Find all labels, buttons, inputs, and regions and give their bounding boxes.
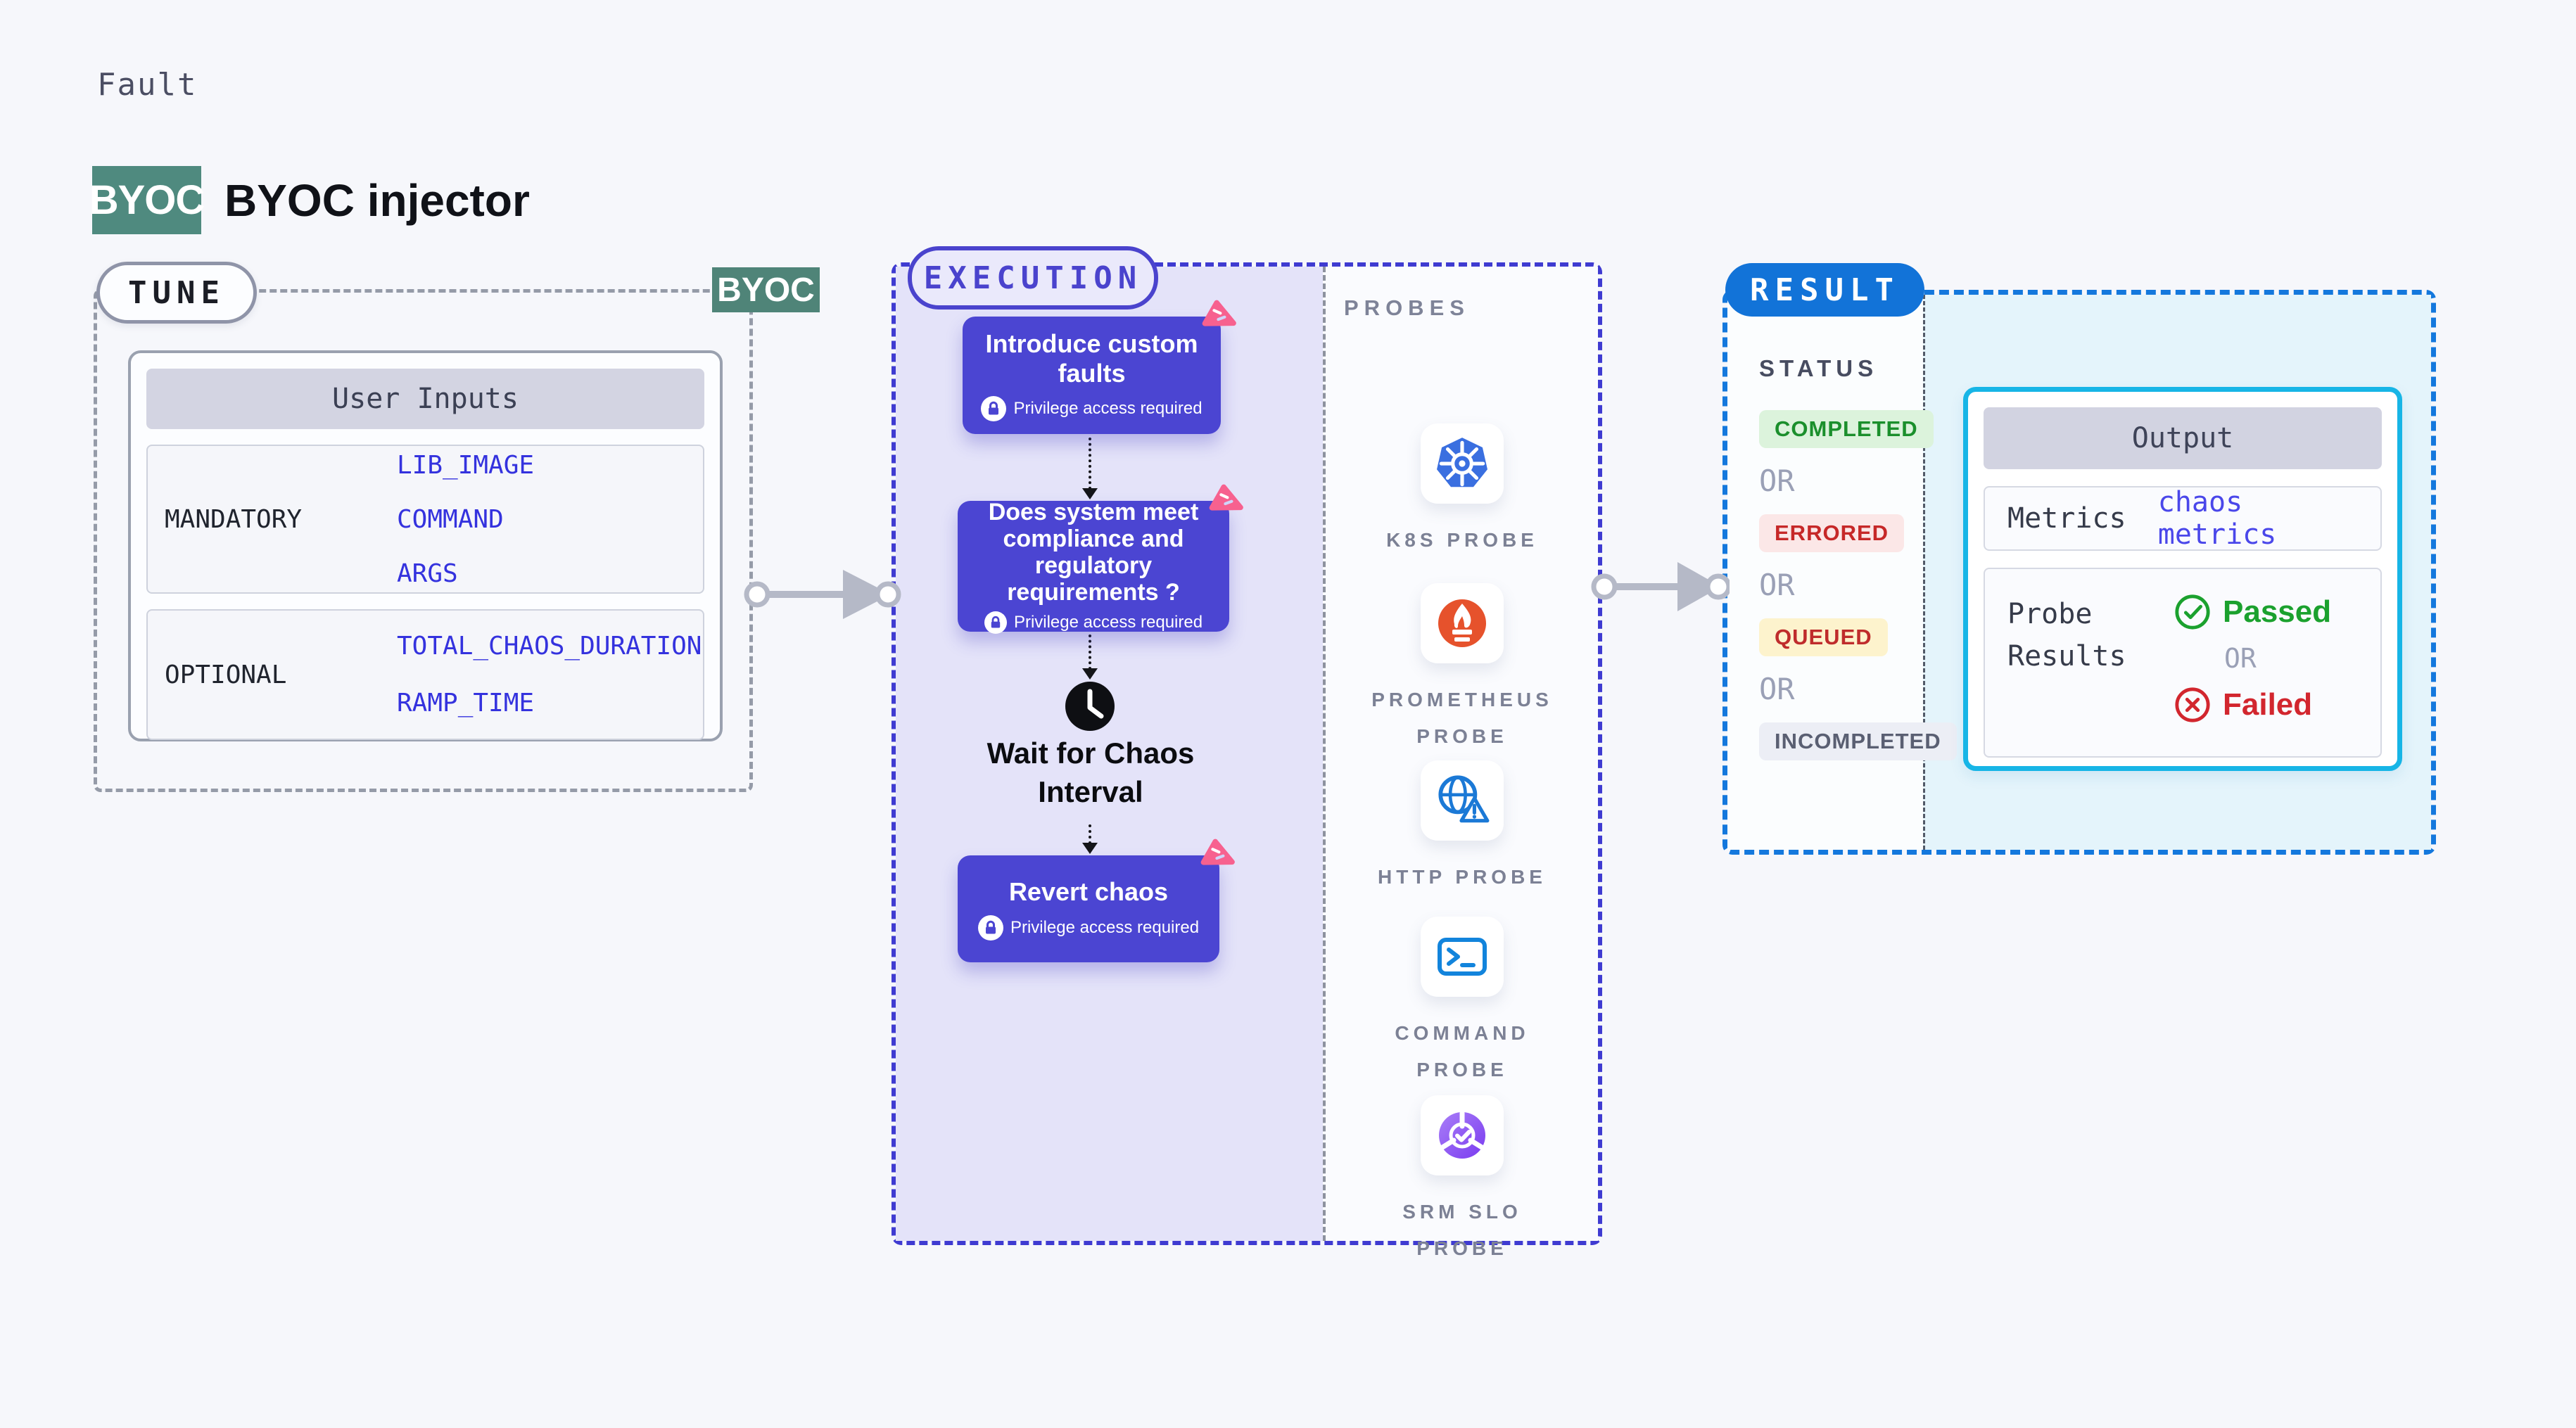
- probe-label: K8S PROBE: [1386, 529, 1538, 551]
- probe-k8s: K8S PROBE: [1350, 423, 1575, 559]
- chaos-icon: [1202, 300, 1236, 326]
- probe-http: HTTP PROBE: [1350, 760, 1575, 895]
- param-total-chaos-duration: TOTAL_CHAOS_DURATION: [397, 632, 702, 661]
- optional-values: TOTAL_CHAOS_DURATION RAMP_TIME: [397, 632, 702, 718]
- command-terminal-icon: [1438, 938, 1487, 976]
- or-label: OR: [1759, 568, 1795, 602]
- status-badge-incompleted: INCOMPLETED: [1759, 722, 1957, 760]
- probe-results-row: Probe Results Passed OR Failed: [1984, 568, 2382, 758]
- probe-card: [1421, 917, 1504, 997]
- connector-arrowhead: [1082, 668, 1098, 680]
- probe-srm-slo: SRM SLO PROBE: [1350, 1095, 1575, 1267]
- optional-row: OPTIONAL TOTAL_CHAOS_DURATION RAMP_TIME: [146, 609, 704, 740]
- mandatory-values: LIB_IMAGE COMMAND ARGS: [397, 451, 534, 588]
- status-badge-errored: ERRORED: [1759, 514, 1905, 552]
- privilege-label: Privilege access required: [1013, 398, 1203, 418]
- node-introduce-custom-faults: Introduce custom faults Privilege access…: [963, 317, 1221, 434]
- privilege-label: Privilege access required: [1010, 917, 1200, 937]
- passed-label: Passed: [2223, 594, 2332, 629]
- user-inputs-header: User Inputs: [146, 369, 704, 429]
- srm-slo-icon: [1439, 1110, 1485, 1159]
- probe-label: HTTP PROBE: [1378, 866, 1547, 888]
- user-inputs-card: User Inputs MANDATORY LIB_IMAGE COMMAND …: [128, 350, 723, 741]
- optional-label: OPTIONAL: [165, 660, 287, 689]
- lock-icon: [977, 914, 1003, 941]
- chaos-icon: [1209, 484, 1243, 511]
- status-column: STATUS COMPLETED OR ERRORED OR QUEUED OR…: [1759, 355, 1957, 760]
- node-title: Introduce custom faults: [985, 329, 1198, 388]
- connector-arrowhead: [1082, 488, 1098, 499]
- prometheus-icon: [1438, 599, 1486, 647]
- status-badge-completed: COMPLETED: [1759, 410, 1934, 448]
- node-title: Does system meet compliance and regulato…: [988, 498, 1199, 606]
- probe-card: [1421, 1095, 1504, 1175]
- mandatory-label: MANDATORY: [165, 504, 303, 534]
- fault-kicker: Fault: [97, 67, 198, 103]
- page-title: BYOC injector: [224, 174, 530, 226]
- connector-line: [1089, 438, 1091, 490]
- x-circle-icon: [2175, 687, 2210, 722]
- connector-arrowhead: [1082, 843, 1098, 854]
- connector-line: [1089, 635, 1091, 670]
- kubernetes-icon: [1437, 438, 1487, 487]
- probe-results-values: Passed OR Failed: [2174, 593, 2331, 756]
- or-label: OR: [1759, 672, 1795, 706]
- or-label: OR: [1759, 464, 1795, 498]
- http-globe-icon: [1438, 775, 1490, 823]
- or-label: OR: [2224, 643, 2257, 674]
- mandatory-row: MANDATORY LIB_IMAGE COMMAND ARGS: [146, 445, 704, 594]
- failed-label: Failed: [2223, 687, 2313, 722]
- metrics-row: Metrics chaos metrics: [1984, 486, 2382, 551]
- probes-title: PROBES: [1344, 295, 1470, 320]
- param-command: COMMAND: [397, 504, 504, 534]
- check-circle-icon: [2175, 594, 2210, 630]
- node-compliance-check: Does system meet compliance and regulato…: [958, 498, 1229, 635]
- privilege-row: Privilege access required: [984, 611, 1203, 635]
- tune-to-execution-arrow: [744, 570, 901, 619]
- metrics-label: Metrics: [2007, 502, 2126, 535]
- wait-for-chaos-interval-label: Wait for Chaos Interval: [986, 737, 1195, 808]
- passed-line: Passed: [2174, 593, 2331, 631]
- tune-section-box: [94, 289, 753, 792]
- execution-to-result-arrow: [1591, 562, 1730, 611]
- status-title: STATUS: [1759, 355, 1879, 381]
- failed-line: Failed: [2174, 686, 2331, 724]
- node-revert-chaos: Revert chaos Privilege access required: [958, 855, 1219, 962]
- connector-line: [1089, 824, 1091, 844]
- probe-prometheus: PROMETHEUS PROBE: [1350, 583, 1575, 755]
- probe-label: PROMETHEUS PROBE: [1371, 689, 1553, 747]
- privilege-label: Privilege access required: [1013, 613, 1203, 632]
- status-badge-queued: QUEUED: [1759, 618, 1888, 656]
- result-pill: RESULT: [1725, 263, 1924, 317]
- byoc-badge: BYOC: [89, 166, 205, 234]
- output-header: Output: [1984, 407, 2382, 469]
- param-ramp-time: RAMP_TIME: [397, 689, 535, 718]
- probe-label: COMMAND PROBE: [1395, 1022, 1530, 1080]
- clock-icon: [1065, 682, 1115, 731]
- lock-icon: [981, 395, 1007, 421]
- tune-pill: TUNE: [96, 262, 257, 324]
- node-title: Revert chaos: [1008, 877, 1169, 907]
- byoc-corner-badge: BYOC: [712, 267, 820, 312]
- probe-results-label: Probe Results: [2007, 598, 2126, 672]
- probe-card: [1421, 423, 1504, 504]
- param-lib-image: LIB_IMAGE: [397, 450, 535, 480]
- lock-icon: [984, 611, 1007, 635]
- metrics-value: chaos metrics: [2157, 486, 2277, 551]
- probe-command: COMMAND PROBE: [1350, 917, 1575, 1088]
- chaos-icon: [1200, 839, 1235, 865]
- probe-card: [1421, 583, 1504, 663]
- output-card: Output Metrics chaos metrics Probe Resul…: [1963, 387, 2402, 771]
- probe-card: [1421, 760, 1504, 841]
- privilege-row: Privilege access required: [977, 914, 1200, 941]
- param-args: ARGS: [397, 559, 458, 588]
- privilege-row: Privilege access required: [981, 395, 1203, 421]
- probe-label: SRM SLO PROBE: [1402, 1201, 1522, 1259]
- execution-pill: EXECUTION: [908, 246, 1158, 310]
